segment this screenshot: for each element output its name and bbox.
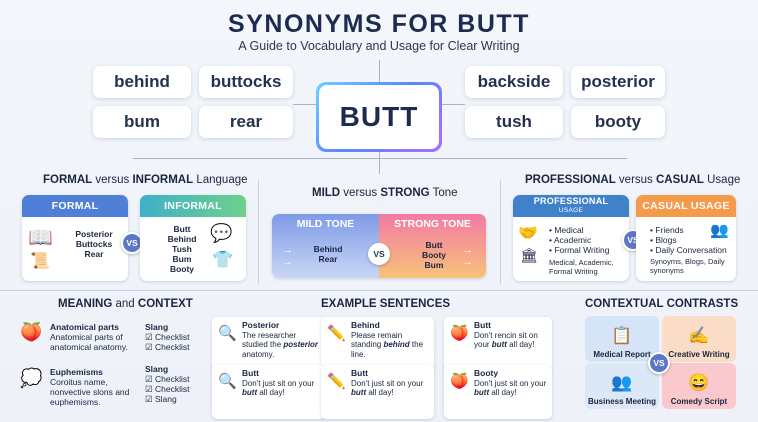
synonym-chip-backside: backside xyxy=(465,66,563,98)
arrow-right-icon: → xyxy=(282,244,293,256)
strong-tone-panel xyxy=(379,214,486,278)
mild-tone-panel xyxy=(272,214,379,278)
arrow-right-icon: → xyxy=(462,256,473,268)
divider xyxy=(500,180,501,284)
synonym-chip-posterior: posterior xyxy=(571,66,665,98)
tshirt-icon: 👕 xyxy=(212,250,234,269)
vs-badge: VS xyxy=(648,352,670,374)
people-icon: 👥 xyxy=(710,222,729,239)
connector-line xyxy=(379,60,380,82)
contextual-contrasts-heading: CONTEXTUAL CONTRASTS xyxy=(585,298,739,310)
divider xyxy=(258,180,259,284)
synonym-chip-buttocks: buttocks xyxy=(199,66,293,98)
magnifier-icon: 🔍 xyxy=(218,373,237,390)
tile-medical-report: 📋Medical Report xyxy=(585,316,659,362)
tile-business-meeting: 👥Business Meeting xyxy=(585,363,659,409)
casual-card-header: CASUAL USAGE xyxy=(636,195,736,217)
magnifier-icon: 🔍 xyxy=(218,325,237,342)
arrow-right-icon: → xyxy=(282,256,293,268)
anatomy-icon: 🍑 xyxy=(450,325,469,342)
center-word: BUTT xyxy=(319,85,439,149)
synonym-chip-behind: behind xyxy=(93,66,191,98)
diploma-icon: 📜 xyxy=(30,253,50,270)
tile-creative-writing: ✍️Creative Writing xyxy=(662,316,736,362)
casual-items: • Friends• Blogs• Daily Conversation xyxy=(650,225,727,255)
meaning-context-heading: MEANING and CONTEXT xyxy=(58,298,193,310)
formal-informal-heading: FORMAL versus INFORMAL Language xyxy=(43,174,248,186)
synonym-chip-bum: bum xyxy=(93,106,191,138)
formal-card-header: FORMAL xyxy=(22,195,128,217)
vs-badge: VS xyxy=(368,243,390,265)
connector-line xyxy=(379,152,380,174)
arrow-right-icon: → xyxy=(462,244,473,256)
book-icon: 📖 xyxy=(28,227,53,249)
connector-line xyxy=(133,158,627,159)
anatomy-icon: 🍑 xyxy=(450,373,469,390)
pen-icon: ✏️ xyxy=(327,373,346,390)
tile-comedy-script: 😄Comedy Script xyxy=(662,363,736,409)
casual-note: Synoyms, Blogs, Daily synonyms xyxy=(650,257,725,275)
smile-icon: 😄 xyxy=(688,373,710,392)
report-icon: 📋 xyxy=(611,326,633,345)
chat-bubble-icon: 💬 xyxy=(210,223,233,243)
pen-icon: ✏️ xyxy=(327,325,346,342)
synonym-chip-tush: tush xyxy=(465,106,563,138)
page-title: SYNONYMS FOR BUTT xyxy=(228,10,530,38)
anatomy-icon: 🍑 xyxy=(20,322,43,342)
mild-tone-label: MILD TONE xyxy=(296,218,355,230)
slang-list-1: Slang☑ Checklist☑ Checklist xyxy=(145,322,190,352)
informal-card-header: INFORMAL xyxy=(140,195,246,217)
building-icon: 🏛 xyxy=(520,247,538,263)
professional-casual-heading: PROFESSIONAL versus CASUAL Usage xyxy=(525,174,741,186)
speech-bubble-icon: 💭 xyxy=(20,368,43,388)
handshake-icon: 🤝 xyxy=(518,225,538,242)
center-word-box: BUTT xyxy=(316,82,442,152)
strong-tone-label: STRONG TONE xyxy=(394,218,471,230)
slang-list-2: Slang☑ Checklist☑ Checklist☑ Slang xyxy=(145,364,190,404)
casual-card: CASUAL USAGE • Friends• Blogs• Daily Con… xyxy=(636,195,736,281)
connector-line xyxy=(293,104,316,105)
meeting-icon: 👥 xyxy=(611,373,633,392)
professional-items: • Medical• Academic• Formal Writing xyxy=(549,225,610,255)
example-sentences-heading: EXAMPLE SENTENCES xyxy=(321,298,451,310)
synonym-chip-rear: rear xyxy=(199,106,293,138)
professional-note: Medical, Academic, Formal Writing xyxy=(549,258,614,276)
connector-line xyxy=(442,104,465,105)
synonym-chip-booty: booty xyxy=(571,106,665,138)
pen-icon: ✍️ xyxy=(688,326,710,345)
divider xyxy=(0,290,758,291)
mild-strong-heading: MILD versus STRONG Tone xyxy=(312,187,458,199)
page-subtitle: A Guide to Vocabulary and Usage for Clea… xyxy=(238,39,520,53)
